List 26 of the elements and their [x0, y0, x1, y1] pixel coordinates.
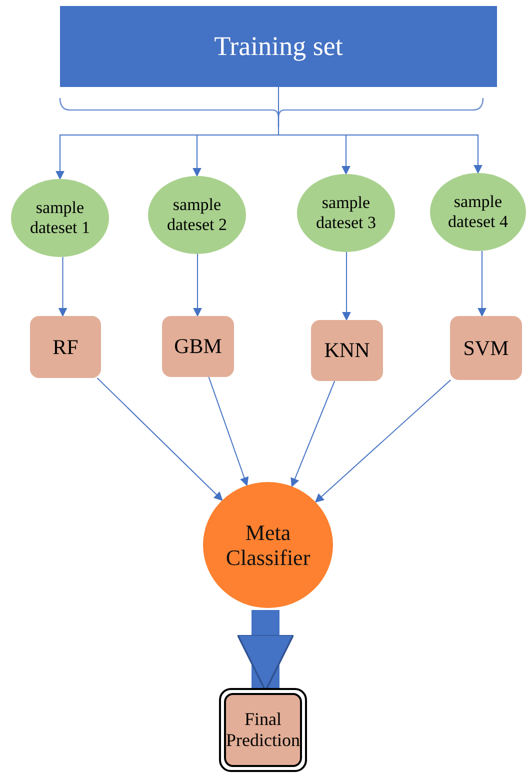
- model-box: [450, 316, 522, 380]
- model-box: [162, 316, 234, 377]
- node-label: sample dateset 3: [315, 193, 377, 233]
- node-label: Meta Classifier: [224, 520, 312, 570]
- node-label: Final Prediction: [226, 709, 300, 751]
- node-label: RF: [52, 334, 78, 360]
- arrow: [96, 378, 223, 501]
- arrow: [278, 86, 482, 174]
- result-box: [219, 688, 307, 772]
- node-label: Training set: [214, 30, 343, 62]
- arrow: [193, 254, 202, 317]
- node-label: sample dateset 2: [166, 195, 228, 235]
- arrow: [478, 250, 486, 317]
- node-label: sample dateset 1: [29, 198, 91, 238]
- node-label: SVM: [463, 336, 509, 360]
- arrow: [314, 380, 452, 503]
- arrow: [290, 380, 336, 488]
- title-box: [60, 6, 497, 87]
- model-box: [311, 320, 383, 381]
- model-box: [30, 316, 101, 378]
- node-label: sample dateset 4: [447, 192, 509, 232]
- arrow: [342, 252, 351, 321]
- node-label: GBM: [174, 334, 222, 359]
- arrow: [208, 376, 249, 486]
- arrow: [58, 256, 68, 317]
- node-label: KNN: [324, 338, 370, 363]
